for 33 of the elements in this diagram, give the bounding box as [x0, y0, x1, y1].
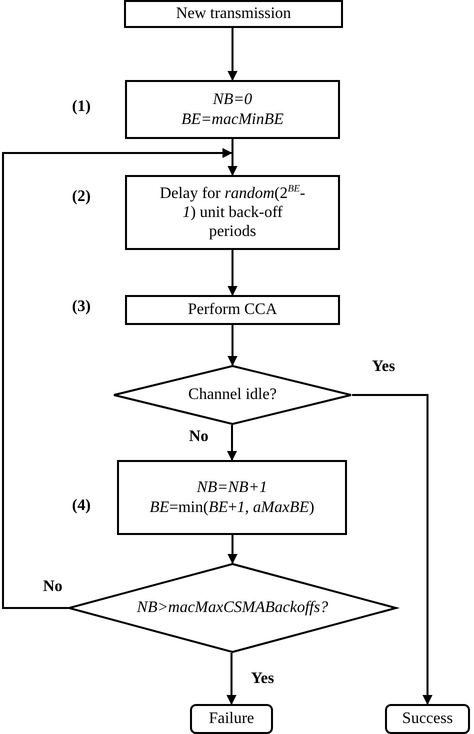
node-text: NB=0 [212, 90, 252, 110]
node-text: Perform CCA [188, 300, 278, 320]
process-box [117, 460, 347, 535]
node-text: Delay for random(2$^{BE}$-1) unit back-off periods [158, 184, 306, 242]
decision-diamond [113, 365, 352, 425]
node-text: Success [402, 709, 453, 729]
node-text: NB=NB+1 [196, 478, 268, 498]
node-text: BE=min(BE+1, aMaxBE) [150, 498, 314, 517]
step-number: (3) [72, 298, 91, 316]
arrow [227, 425, 237, 461]
node-text: NB>macMaxCSMABackoffs? [136, 598, 328, 618]
arrow [2, 148, 232, 609]
process-box [124, 0, 343, 28]
arrow [228, 28, 238, 81]
arrow [228, 325, 238, 366]
arrow [352, 394, 432, 705]
step-number: (1) [72, 98, 91, 116]
step-number: (2) [72, 188, 91, 206]
process-box [125, 80, 340, 139]
node-text: BE=macMinBE [181, 110, 284, 129]
decision-diamond [68, 563, 397, 653]
arrow [228, 535, 238, 564]
terminal-box [190, 704, 273, 734]
node-text: Channel idle? [188, 385, 277, 405]
step-number: (4) [72, 497, 91, 515]
node-text: New transmission [176, 4, 292, 24]
process-box [125, 175, 340, 250]
arrow [228, 139, 238, 176]
terminal-box [385, 704, 470, 734]
process-box [125, 295, 340, 325]
arrow [226, 653, 236, 705]
node-text: Failure [208, 709, 254, 729]
arrow [228, 250, 238, 296]
